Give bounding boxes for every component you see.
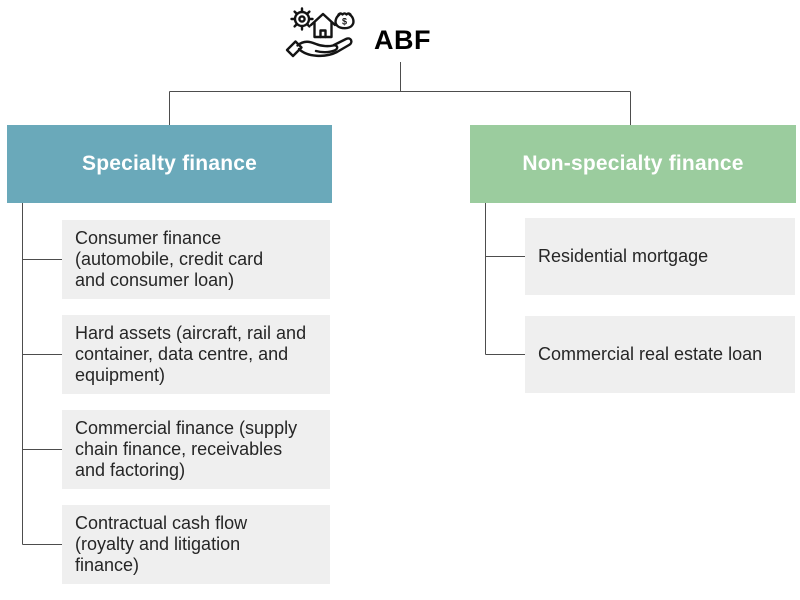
root-tree-connector [169, 62, 631, 125]
child-box-commercial-finance: Commercial finance (supply chain finance… [62, 410, 330, 489]
diagram-root-node: $ ABF [282, 4, 431, 62]
child-box-contractual-cash-flow: Contractual cash flow (royalty and litig… [62, 505, 330, 584]
non-specialty-branch-connector [485, 203, 525, 355]
house-glyph [309, 12, 337, 39]
child-box-consumer-finance: Consumer finance (automobile, credit car… [62, 220, 330, 299]
gear-glyph [290, 7, 314, 31]
money-bag-glyph: $ [334, 12, 355, 30]
branch-header-specialty-finance: Specialty finance [7, 125, 332, 203]
child-box-residential-mortgage: Residential mortgage [525, 218, 795, 295]
hand-glyph [285, 37, 353, 58]
root-label: ABF [374, 24, 431, 55]
child-box-commercial-real-estate-loan: Commercial real estate loan [525, 316, 795, 393]
asset-finance-icon: $ [282, 4, 362, 62]
child-box-hard-assets: Hard assets (aircraft, rail and containe… [62, 315, 330, 394]
branch-header-non-specialty-finance: Non-specialty finance [470, 125, 796, 203]
specialty-branch-connector [22, 203, 62, 545]
svg-text:$: $ [342, 17, 347, 27]
